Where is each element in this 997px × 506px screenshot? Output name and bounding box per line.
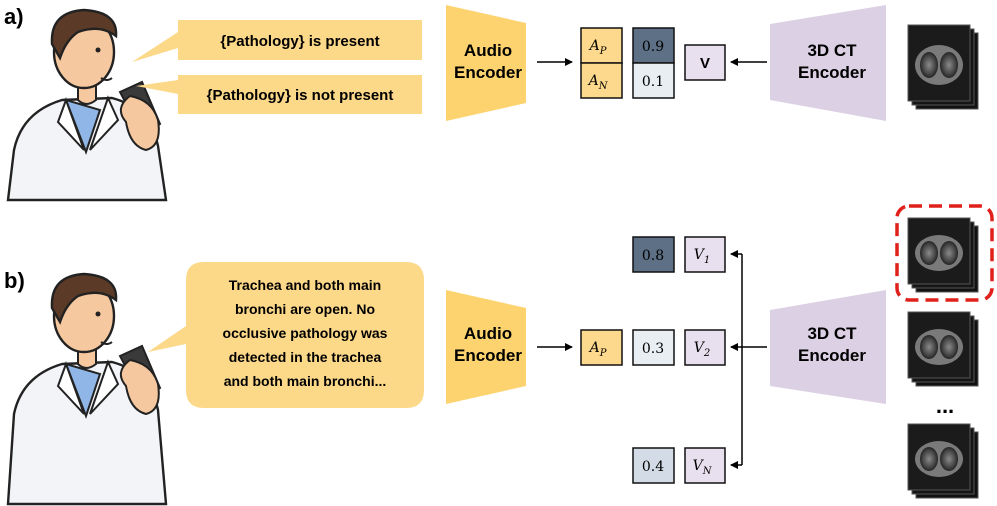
embed-negative bbox=[580, 62, 623, 99]
volume-embedding-n-sub: N bbox=[702, 466, 713, 477]
volume-embedding-2-label: V bbox=[694, 340, 706, 356]
volume-embedding-2-sub: 2 bbox=[703, 348, 710, 359]
audio-embedding-b-sub: P bbox=[599, 348, 607, 359]
report-line-5: and both main bronchi... bbox=[224, 373, 387, 389]
svg-text:AP: AP bbox=[588, 340, 607, 359]
svg-text:AP: AP bbox=[588, 38, 607, 57]
svg-text:VN: VN bbox=[693, 458, 713, 477]
ct-to-volume-connectors bbox=[730, 250, 767, 469]
score-positive-text: 0.9 bbox=[642, 39, 664, 55]
audio-encoder-a: Audio Encoder bbox=[446, 5, 526, 121]
svg-text:V1: V1 bbox=[694, 247, 711, 266]
ct-volume-n bbox=[907, 423, 979, 499]
prompt-present-text: {Pathology} is present bbox=[220, 33, 379, 50]
ct-encoder-a-line1: 3D CT bbox=[807, 41, 857, 60]
report-line-1: Trachea and both main bbox=[229, 277, 381, 293]
score-1-text: 0.8 bbox=[642, 248, 664, 264]
doctor-illustration-b bbox=[6, 272, 168, 506]
audio-encoder-a-line2: Encoder bbox=[454, 63, 522, 82]
ct-encoder-b-line2: Encoder bbox=[798, 346, 866, 365]
prompt-absent-text: {Pathology} is not present bbox=[207, 87, 394, 104]
embed-positive-label: A bbox=[588, 38, 600, 54]
report-bubble: Trachea and both main bronchi are open. … bbox=[148, 262, 424, 408]
score-positive-cell bbox=[632, 27, 675, 64]
audio-encoder-a-line1: Audio bbox=[464, 41, 512, 60]
volume-embedding-label: V bbox=[700, 55, 710, 72]
ct-volume-selected bbox=[907, 217, 979, 293]
score-cell-2: 0.3 bbox=[632, 329, 675, 366]
ct-encoder-b-line1: 3D CT bbox=[807, 324, 857, 343]
selection-highlight bbox=[895, 204, 994, 302]
svg-text:AN: AN bbox=[587, 73, 609, 92]
audio-embedding-b: AP bbox=[580, 329, 623, 366]
score-negative-text: 0.1 bbox=[642, 74, 664, 90]
volume-embedding-n-label: V bbox=[693, 458, 705, 474]
ellipsis: ... bbox=[936, 393, 954, 418]
audio-embedding-b-label: A bbox=[588, 340, 600, 356]
score-cell-n: 0.4 bbox=[632, 447, 675, 484]
score-2-text: 0.3 bbox=[642, 341, 664, 357]
report-line-3: occlusive pathology was bbox=[223, 325, 388, 341]
embed-positive-sub: P bbox=[599, 46, 607, 57]
audio-embedding-stack-a: AP AN bbox=[580, 27, 623, 99]
ct-encoder-b: 3D CT Encoder bbox=[770, 290, 886, 404]
score-negative-cell bbox=[632, 62, 675, 99]
volume-embedding-2: V2 bbox=[684, 329, 726, 366]
panel-b-label: b) bbox=[4, 268, 25, 293]
volume-embedding-a: V bbox=[684, 44, 726, 81]
score-stack-a: 0.9 0.1 bbox=[632, 27, 675, 99]
ct-encoder-a: 3D CT Encoder bbox=[770, 5, 886, 121]
doctor-illustration bbox=[6, 8, 168, 202]
volume-embedding-n: VN bbox=[684, 447, 726, 484]
ct-encoder-a-line2: Encoder bbox=[798, 63, 866, 82]
svg-text:V2: V2 bbox=[694, 340, 711, 359]
audio-encoder-b: Audio Encoder bbox=[446, 290, 526, 404]
volume-embedding-1: V1 bbox=[684, 236, 726, 273]
prompt-bubble-present: {Pathology} is present bbox=[132, 20, 422, 62]
ct-volume-2 bbox=[907, 311, 979, 387]
embed-negative-sub: N bbox=[598, 81, 609, 92]
score-n-text: 0.4 bbox=[642, 459, 664, 475]
report-line-4: detected in the trachea bbox=[229, 349, 382, 365]
score-cell-1: 0.8 bbox=[632, 236, 675, 273]
report-line-2: bronchi are open. No bbox=[235, 301, 375, 317]
volume-embedding-1-sub: 1 bbox=[704, 255, 710, 266]
audio-encoder-b-line2: Encoder bbox=[454, 346, 522, 365]
embed-negative-label: A bbox=[587, 73, 599, 89]
prompt-bubble-absent: {Pathology} is not present bbox=[136, 75, 422, 114]
audio-encoder-b-line1: Audio bbox=[464, 324, 512, 343]
ct-volume-a bbox=[907, 24, 979, 110]
volume-embedding-1-label: V bbox=[694, 247, 706, 263]
panel-a-label: a) bbox=[4, 4, 24, 29]
